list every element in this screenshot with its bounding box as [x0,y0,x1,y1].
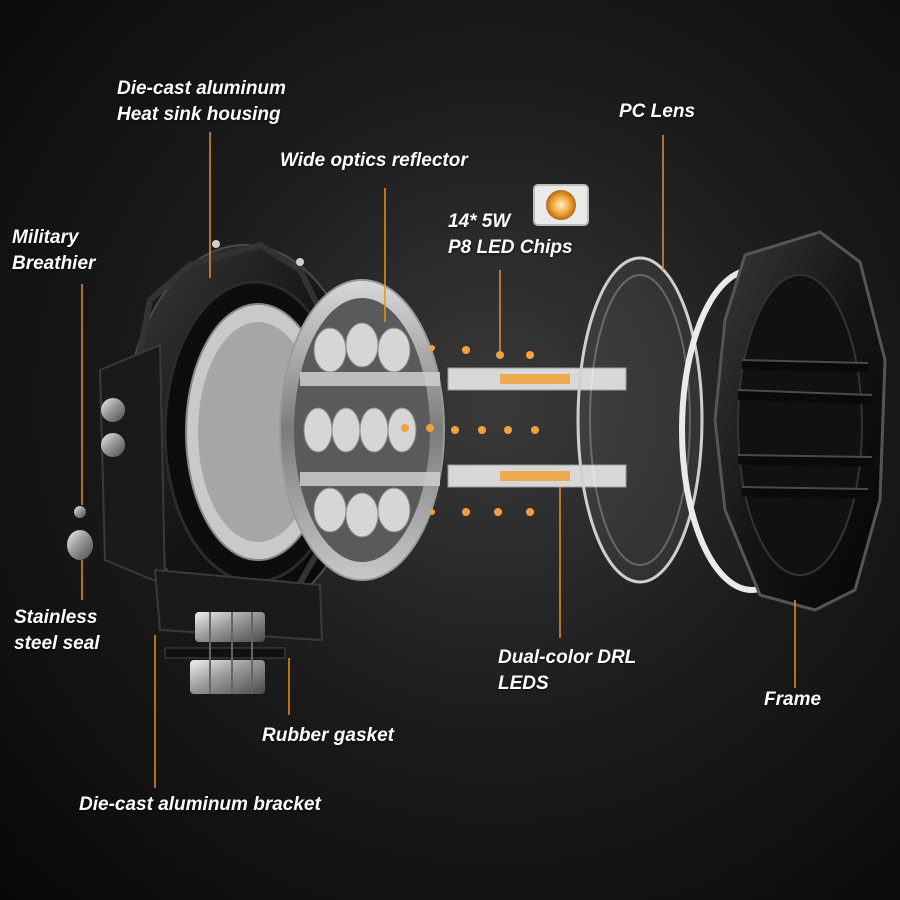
front-frame [713,230,887,612]
optics-reflector [279,279,445,581]
label-housing-line2: Heat sink housing [117,104,281,125]
label-gasket: Rubber gasket [262,723,394,749]
label-chips-line2: P8 LED Chips [448,237,573,258]
leader-lines [81,132,796,788]
mount-bracket [153,568,324,694]
label-chips: 14* 5W P8 LED Chips [448,209,573,261]
label-drl-line1: Dual-color DRL [498,647,637,668]
label-seal-line1: Stainless [14,607,98,628]
label-housing: Die-cast aluminum Heat sink housing [117,76,286,128]
pc-lens [576,256,704,584]
label-breather-line2: Breathier [12,253,96,274]
label-seal-line2: steel seal [14,633,100,654]
label-frame: Frame [764,687,821,713]
label-reflector-line1: Wide optics reflector [280,150,468,171]
label-drl-line2: LEDS [498,673,549,694]
led-chip [533,184,589,226]
label-breather-line1: Military [12,227,79,248]
label-drl: Dual-color DRL LEDS [498,645,636,697]
label-chips-line1: 14* 5W [448,211,511,232]
side-bolts [98,343,167,587]
label-housing-line1: Die-cast aluminum [117,78,286,99]
breather-valve [74,506,86,518]
label-bracket: Die-cast aluminum bracket [79,792,321,818]
led-chip-dots [401,345,539,516]
label-reflector: Wide optics reflector [280,148,468,174]
label-frame-line1: Frame [764,689,822,710]
label-bracket-line1: Die-cast aluminum bracket [79,794,321,815]
stainless-seal [67,530,93,560]
label-lens: PC Lens [619,99,695,125]
label-breather: Military Breathier [12,225,95,277]
label-lens-line1: PC Lens [619,101,696,122]
label-gasket-line1: Rubber gasket [262,725,394,746]
label-seal: Stainless steel seal [14,605,100,657]
